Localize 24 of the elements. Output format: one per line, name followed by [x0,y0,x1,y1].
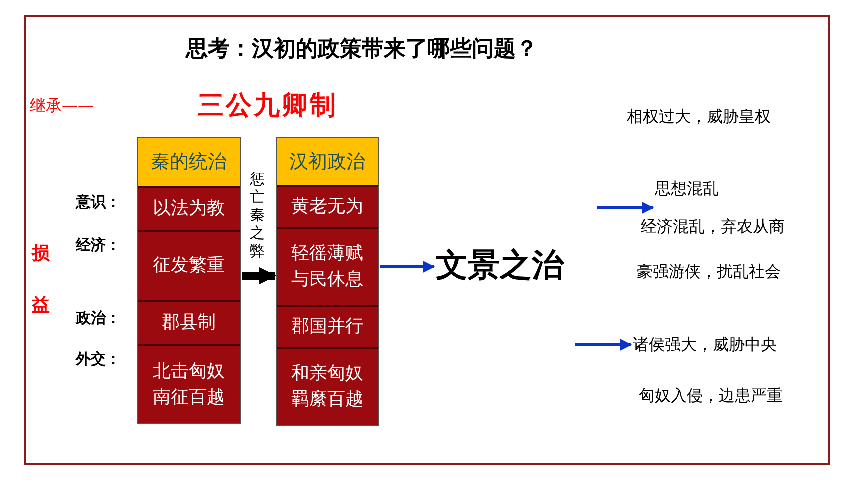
problem-text: 诸侯强大，威胁中央 [633,334,813,356]
row-label: 经济： [76,236,121,255]
column-header: 秦的统治 [138,138,240,186]
row-label: 意识： [76,193,121,212]
heading-text: 三公九卿制 [198,90,338,123]
column-header: 汉初政治 [277,138,378,185]
problem-text: 匈奴入侵，边患严重 [639,385,834,407]
table-column [138,138,240,423]
problem-text: 思想混乱 [655,178,750,200]
slide-title: 思考：汉初的政策带来了哪些问题？ [186,36,538,64]
arrow [380,261,436,273]
side-label: 损益 [32,242,51,318]
arrow [242,267,277,285]
result-text: 文景之治 [436,243,586,287]
problem-text: 相权过大，威胁皇权 [627,106,812,128]
row-label: 政治： [76,309,121,328]
problem-text: 豪强游侠，扰乱社会 [637,261,817,283]
row-label: 外交： [76,350,121,369]
section-label: 继承—— [30,96,94,117]
arrow [575,339,632,351]
problem-text: 经济混乱，弃农从商 [641,216,821,238]
edge-label: 惩亡秦之弊 [250,170,266,260]
table-column [277,138,378,425]
arrow [597,202,654,214]
